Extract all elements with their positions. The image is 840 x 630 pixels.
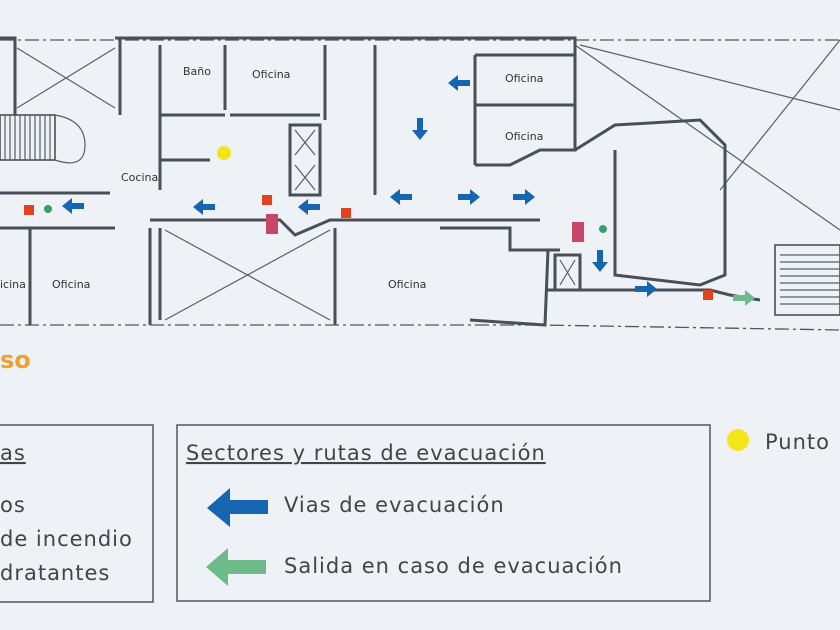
void-cross-bottom: [164, 229, 331, 321]
staircase-right: [774, 244, 840, 316]
floor-label: so: [0, 346, 31, 374]
legend-meeting-point-label: Punto: [765, 430, 830, 454]
room-label-oficina: Oficina: [388, 278, 426, 291]
evacuation-arrow-icon: [193, 199, 215, 215]
legend-left-item: os: [0, 493, 26, 517]
legend-route-label: Vias de evacuación: [284, 493, 505, 517]
fire-extinguisher-icon: [703, 290, 713, 300]
room-label-oficina: Oficina: [252, 68, 290, 81]
elevator-icon: [294, 129, 316, 191]
evacuation-arrow-icon: [390, 189, 412, 205]
legend-left-title: as: [0, 441, 26, 465]
safety-markers: [24, 146, 713, 300]
evacuation-arrow-icon: [458, 189, 480, 205]
evacuation-arrow-icon: [513, 189, 535, 205]
evacuation-arrow-icon: [448, 75, 470, 91]
room-label-cocina: Cocina: [121, 171, 158, 184]
legend-routes-box: [176, 424, 711, 602]
evacuation-arrow-icon: [635, 281, 657, 297]
legend-left-item: de incendio: [0, 527, 133, 551]
green-arrow-left-icon: [206, 548, 266, 586]
room-label-oficina: icina: [0, 278, 26, 291]
exit-arrow-icon: [733, 290, 755, 306]
room-label-bano: Baño: [183, 65, 211, 78]
fire-extinguisher-icon: [262, 195, 272, 205]
room-label-oficina: Oficina: [505, 130, 543, 143]
void-cross-top-left: [16, 47, 116, 109]
fire-extinguisher-icon: [24, 205, 34, 215]
meeting-point-legend-icon: [727, 429, 749, 451]
first-aid-icon: [599, 225, 607, 233]
blue-arrow-left-icon: [207, 488, 268, 527]
diagonal-lines-right: [574, 39, 840, 231]
staircase-left: [0, 114, 86, 164]
evacuation-arrow-icon: [412, 118, 428, 140]
walls: [0, 36, 761, 327]
fire-hydrant-icon: [266, 214, 278, 234]
property-line-bottom: [0, 324, 840, 331]
room-label-oficina: Oficina: [52, 278, 90, 291]
legend-route-label: Salida en caso de evacuación: [284, 554, 623, 578]
legend-left-item: dratantes: [0, 561, 110, 585]
evacuation-arrow-icon: [298, 199, 320, 215]
evacuation-arrow-icon: [592, 250, 608, 272]
fire-extinguisher-icon: [341, 208, 351, 218]
evacuation-arrow-icon: [62, 198, 84, 214]
legend-routes-title: Sectores y rutas de evacuación: [186, 441, 546, 465]
fire-hydrant-icon: [572, 222, 584, 242]
legend-left-box: [0, 424, 154, 603]
room-label-oficina: Oficina: [505, 72, 543, 85]
meeting-point-icon: [217, 146, 231, 160]
first-aid-icon: [44, 205, 52, 213]
